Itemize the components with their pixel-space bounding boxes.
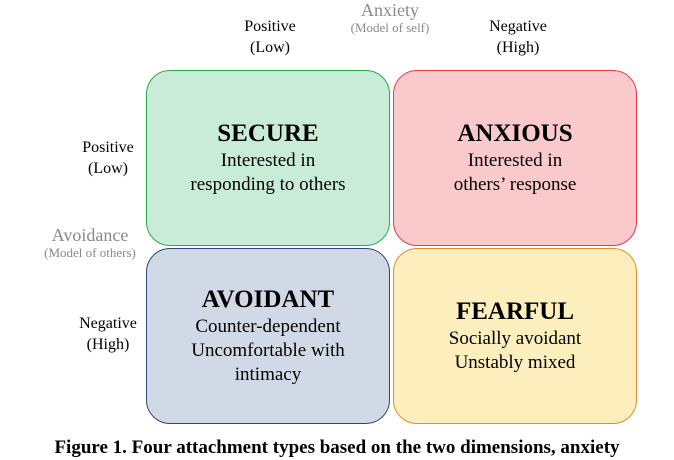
quadrant-avoidant-line1: Counter-dependent: [195, 316, 341, 337]
quadrant-anxious-line1: Interested in: [467, 150, 563, 171]
quadrant-anxious: ANXIOUS Interested in others’ response: [393, 70, 637, 246]
quadrant-avoidant: AVOIDANT Counter-dependent Uncomfortable…: [146, 248, 390, 424]
left-label-positive-line2: (Low): [88, 160, 128, 177]
left-label-positive-line1: Positive: [82, 139, 134, 156]
quadrant-secure: SECURE Interested in responding to other…: [146, 70, 390, 246]
quadrant-fearful: FEARFUL Socially avoidant Unstably mixed: [393, 248, 637, 424]
avoidance-axis-label: Avoidance (Model of others): [28, 225, 152, 261]
top-label-positive-line1: Positive: [244, 18, 296, 35]
quadrant-secure-line1: Interested in: [220, 150, 316, 171]
left-label-negative-line2: (High): [86, 336, 130, 353]
left-label-negative: Negative (High): [60, 313, 156, 355]
top-label-negative-line1: Negative: [489, 18, 547, 35]
quadrant-fearful-line1: Socially avoidant: [448, 328, 582, 349]
quadrant-fearful-title: FEARFUL: [455, 298, 575, 325]
figure-caption: Figure 1. Four attachment types based on…: [54, 437, 620, 458]
top-label-negative-line2: (High): [496, 39, 540, 56]
top-label-negative: Negative (High): [458, 16, 578, 58]
avoidance-title: Avoidance: [51, 225, 129, 245]
avoidance-subtitle: (Model of others): [44, 245, 136, 260]
quadrant-anxious-line2: others’ response: [453, 174, 577, 195]
quadrant-fearful-line2: Unstably mixed: [454, 352, 576, 373]
quadrant-avoidant-line2: Uncomfortable with: [191, 340, 345, 361]
left-label-positive: Positive (Low): [60, 137, 156, 179]
quadrant-avoidant-line3: intimacy: [234, 364, 302, 385]
anxiety-subtitle: (Model of self): [350, 20, 430, 35]
top-label-positive-line2: (Low): [250, 39, 290, 56]
quadrant-secure-line2: responding to others: [190, 174, 346, 195]
quadrant-secure-title: SECURE: [217, 120, 319, 147]
top-label-positive: Positive (Low): [210, 16, 330, 58]
quadrant-anxious-title: ANXIOUS: [457, 120, 573, 147]
left-label-negative-line1: Negative: [79, 315, 137, 332]
anxiety-axis-label: Anxiety (Model of self): [320, 0, 460, 36]
anxiety-title: Anxiety: [361, 0, 419, 20]
quadrant-avoidant-title: AVOIDANT: [201, 286, 335, 313]
